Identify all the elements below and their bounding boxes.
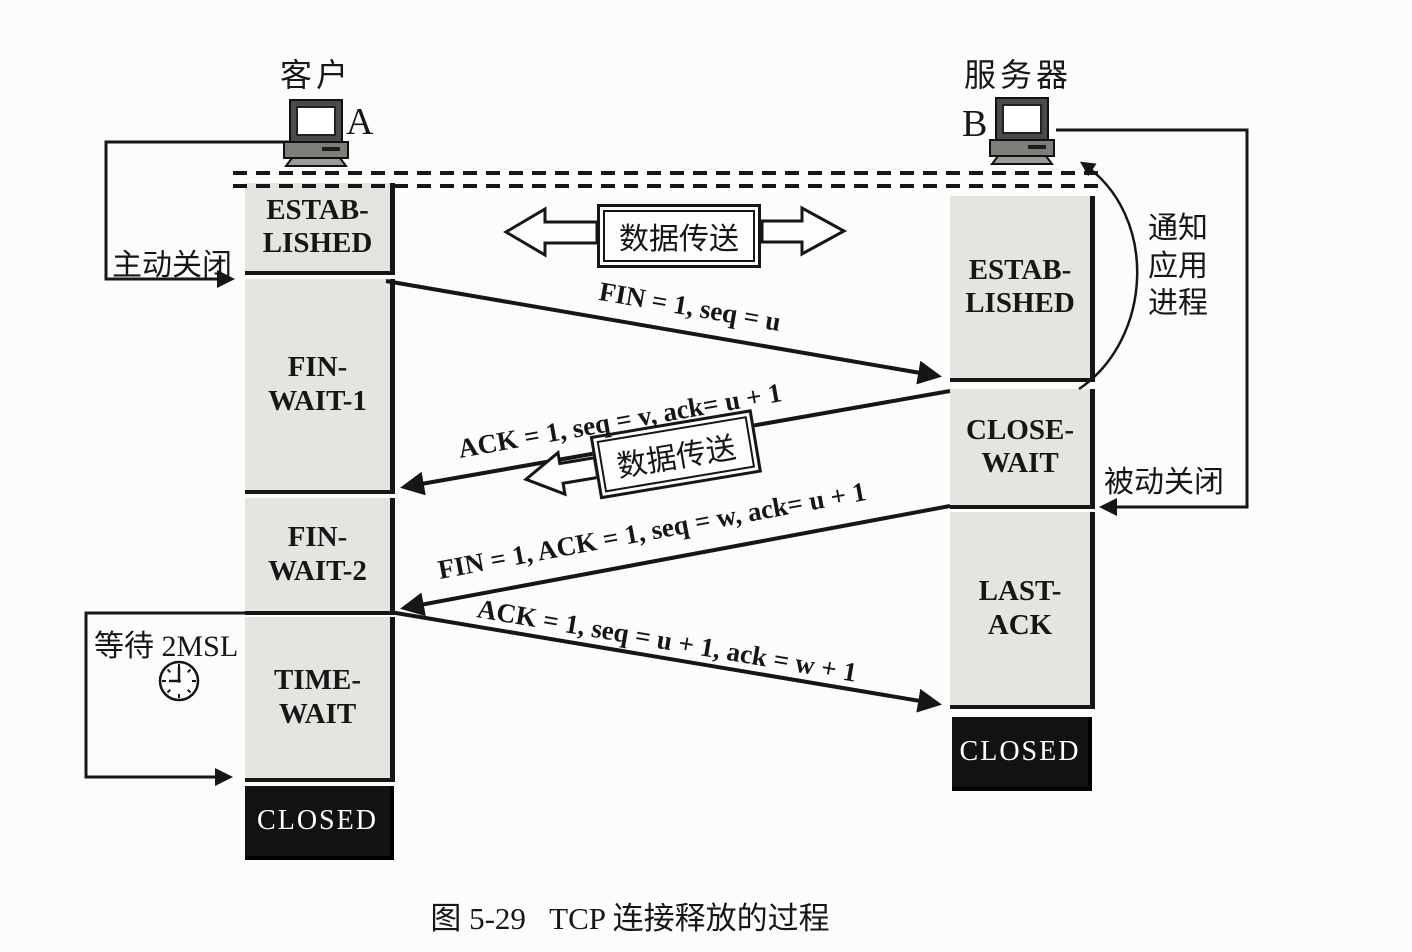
- active-close-arrow: [104, 140, 292, 288]
- notify-application-label: 通知 应用 进程: [1148, 212, 1208, 320]
- passive-close-label: 被动关闭: [1104, 466, 1224, 499]
- data-transfer-box: 数据传送: [597, 204, 761, 268]
- client-computer-icon: [276, 98, 356, 177]
- state-client-time-wait: TIME- WAIT: [245, 617, 395, 782]
- last-ack-segment-arrow: [389, 610, 942, 713]
- state-server-last-ack: LAST- ACK: [950, 512, 1095, 709]
- figure-caption: 图 5-29 TCP 连接释放的过程: [430, 901, 830, 936]
- active-close-label: 主动关闭: [112, 249, 232, 282]
- state-client-closed: CLOSED: [245, 786, 394, 860]
- server-host-label: B: [962, 103, 988, 145]
- server-computer-icon: [982, 96, 1062, 175]
- state-server-established: ESTAB- LISHED: [950, 196, 1095, 382]
- client-host-label: A: [346, 101, 374, 143]
- fin-ack-segment-arrow: [400, 504, 951, 617]
- data-transfer-mid-left-block-arrow: [523, 449, 600, 497]
- data-transfer-left-block-arrow: [503, 206, 599, 258]
- notify-application-arrow: [1078, 161, 1139, 391]
- data-transfer-right-block-arrow: [760, 205, 848, 257]
- state-client-established: ESTAB- LISHED: [245, 183, 395, 275]
- state-server-close-wait: CLOSE- WAIT: [950, 389, 1095, 509]
- state-client-fin-wait-2: FIN- WAIT-2: [245, 498, 395, 615]
- passive-close-arrow: [1056, 128, 1249, 516]
- server-role-label: 服务器: [964, 57, 1073, 93]
- clock-icon: [156, 658, 202, 709]
- client-role-label: 客户: [280, 57, 353, 93]
- state-client-fin-wait-1: FIN- WAIT-1: [245, 279, 395, 494]
- wait-2msl-arrow: [84, 611, 245, 786]
- data-transfer-top: 数据传送: [597, 204, 761, 268]
- data-transfer-label: 数据传送: [603, 210, 755, 262]
- data-transfer-mid: 数据传送: [517, 409, 763, 511]
- fin-segment-arrow: [385, 279, 942, 385]
- state-server-closed: CLOSED: [952, 717, 1092, 791]
- wait-2msl-label: 等待 2MSL: [94, 630, 239, 663]
